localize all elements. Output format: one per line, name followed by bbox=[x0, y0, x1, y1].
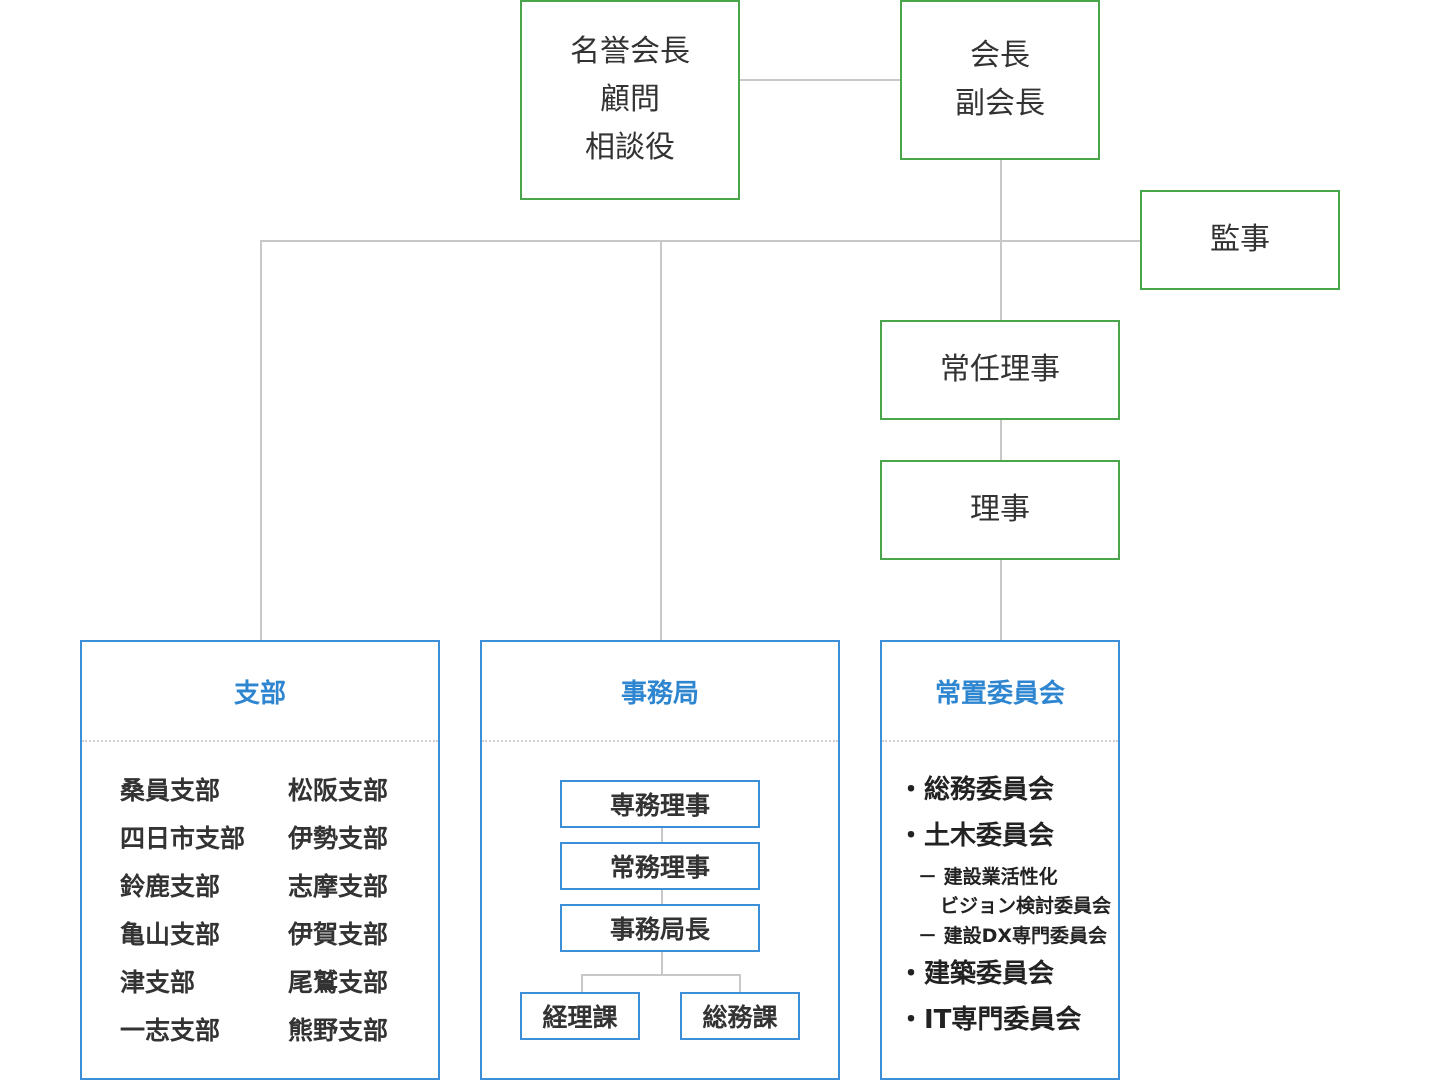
connector-secretariat-down bbox=[660, 240, 662, 642]
connector-branches-down bbox=[260, 240, 262, 642]
president: 会長 bbox=[970, 38, 1030, 73]
committees-title: 常置委員会 bbox=[882, 642, 1118, 742]
committee-architecture: ・建築委員会 bbox=[898, 959, 1055, 989]
executive-director-box: 専務理事 bbox=[560, 780, 760, 828]
branch-item: 四日市支部 bbox=[120, 824, 246, 853]
branches-title: 支部 bbox=[82, 642, 438, 742]
honorary-box: 名誉会長 顧問 相談役 bbox=[520, 0, 740, 200]
connector-horizontal-main bbox=[260, 240, 1142, 242]
connector-director-committees bbox=[1000, 558, 1002, 642]
vice-president: 副会長 bbox=[955, 86, 1045, 121]
branch-item: 亀山支部 bbox=[120, 920, 221, 949]
standing-director-box: 常任理事 bbox=[880, 320, 1120, 420]
committees-panel: 常置委員会 ・総務委員会 ・土木委員会 － 建設業活性化 ビジョン検討委員会 －… bbox=[880, 640, 1120, 1080]
secretariat-title: 事務局 bbox=[482, 642, 838, 742]
branch-item: 尾鷲支部 bbox=[288, 968, 389, 997]
auditor-box: 監事 bbox=[1140, 190, 1340, 290]
branch-item: 志摩支部 bbox=[288, 872, 389, 901]
sections-horizontal-connector bbox=[581, 974, 741, 976]
advisor: 顧問 bbox=[600, 82, 660, 117]
committee-general-affairs: ・総務委員会 bbox=[898, 775, 1055, 805]
standing-director: 常任理事 bbox=[940, 352, 1060, 387]
subcommittee-dx: － 建設DX専門委員会 bbox=[918, 925, 1108, 947]
branch-item: 伊賀支部 bbox=[288, 920, 389, 949]
counselor: 相談役 bbox=[585, 130, 675, 165]
subcommittee-revitalization-cont: ビジョン検討委員会 bbox=[940, 895, 1112, 917]
branch-item: 熊野支部 bbox=[288, 1016, 389, 1045]
connector-honorary-president bbox=[738, 79, 902, 81]
director: 理事 bbox=[970, 492, 1030, 527]
honorary-chairman: 名誉会長 bbox=[570, 34, 690, 69]
director-box: 理事 bbox=[880, 460, 1120, 560]
secretariat-panel: 事務局 専務理事 常務理事 事務局長 経理課 総務課 bbox=[480, 640, 840, 1080]
accounting-connector bbox=[581, 974, 583, 994]
secretary-general-box: 事務局長 bbox=[560, 904, 760, 952]
branches-panel: 支部 桑員支部 四日市支部 鈴鹿支部 亀山支部 津支部 一志支部 松阪支部 伊勢… bbox=[80, 640, 440, 1080]
connector-standing-director bbox=[1000, 418, 1002, 462]
accounting-section-box: 経理課 bbox=[520, 992, 640, 1040]
branch-item: 一志支部 bbox=[120, 1016, 221, 1045]
committee-civil-engineering: ・土木委員会 bbox=[898, 821, 1055, 851]
managing-director-box: 常務理事 bbox=[560, 842, 760, 890]
secretariat-chain-connector bbox=[661, 828, 663, 974]
branch-item: 伊勢支部 bbox=[288, 824, 389, 853]
branch-item: 鈴鹿支部 bbox=[120, 872, 221, 901]
general-affairs-connector bbox=[739, 974, 741, 994]
auditor: 監事 bbox=[1210, 222, 1270, 257]
branch-item: 津支部 bbox=[120, 968, 196, 997]
branch-item: 松阪支部 bbox=[288, 776, 389, 805]
branch-item: 桑員支部 bbox=[120, 776, 221, 805]
president-box: 会長 副会長 bbox=[900, 0, 1100, 160]
general-affairs-section-box: 総務課 bbox=[680, 992, 800, 1040]
committee-it: ・IT専門委員会 bbox=[898, 1005, 1082, 1035]
subcommittee-revitalization: － 建設業活性化 bbox=[918, 866, 1058, 888]
